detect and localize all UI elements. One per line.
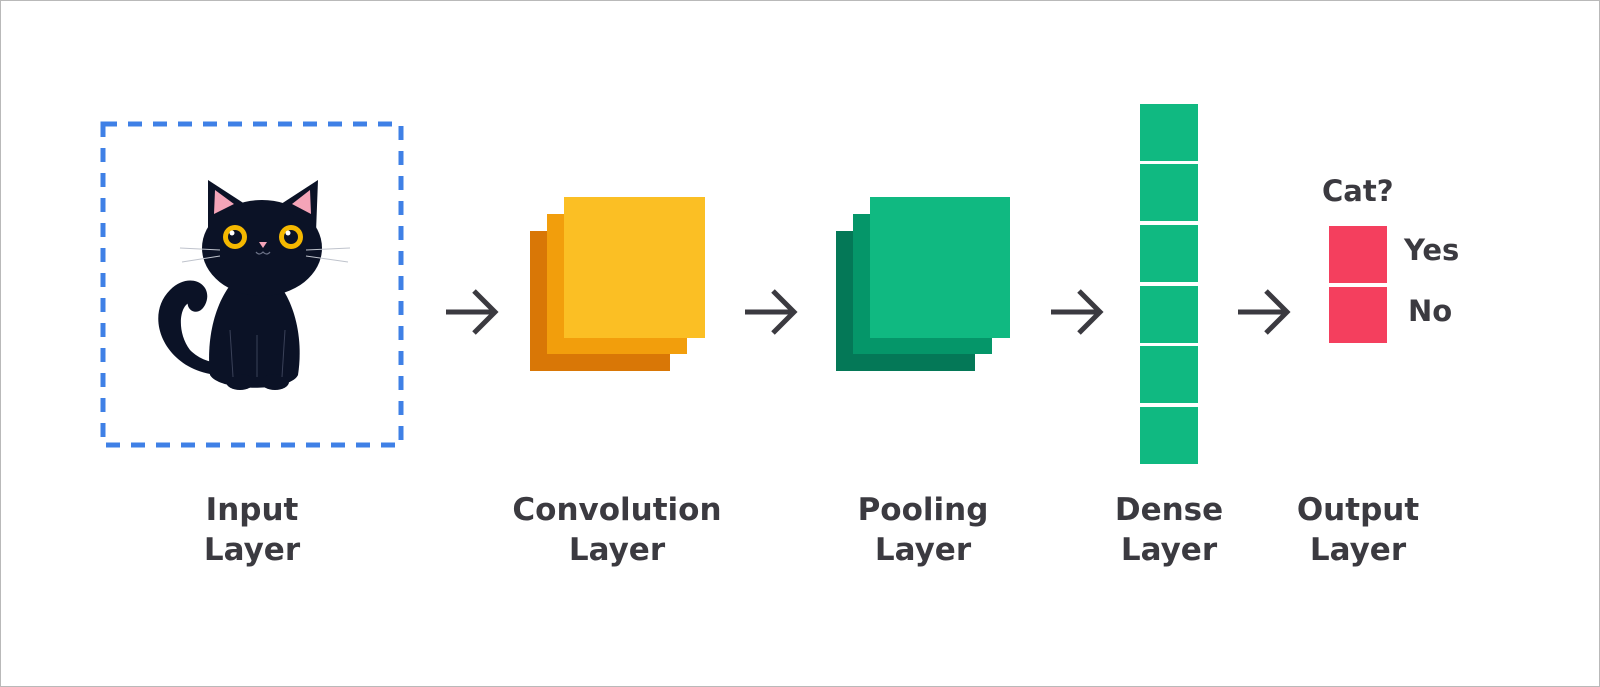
- pool-map-front: [870, 197, 1010, 338]
- layer-label-line2: Layer: [203, 532, 301, 568]
- layer-label-line2: Layer: [874, 532, 972, 568]
- layer-label-line1: Convolution: [512, 492, 722, 528]
- dense-unit: [1140, 286, 1198, 343]
- output-option-yes: Yes: [1404, 233, 1460, 267]
- layer-label-line1: Pooling: [857, 492, 989, 528]
- output-unit-yes: [1329, 226, 1387, 283]
- layer-label-convolution: Convolution Layer: [497, 490, 737, 570]
- layer-label-pooling: Pooling Layer: [823, 490, 1023, 570]
- layer-label-line2: Layer: [1120, 532, 1218, 568]
- layer-label-dense: Dense Layer: [1089, 490, 1249, 570]
- arrow-right-icon: [446, 289, 499, 335]
- layer-label-line2: Layer: [568, 532, 666, 568]
- dense-unit: [1140, 407, 1198, 464]
- layer-label-output: Output Layer: [1283, 490, 1433, 570]
- layer-label-input: Input Layer: [152, 490, 352, 570]
- dense-unit: [1140, 346, 1198, 403]
- layer-label-line1: Output: [1296, 492, 1420, 528]
- layer-label-line2: Layer: [1309, 532, 1407, 568]
- arrow-right-icon: [1238, 289, 1291, 335]
- cat-illustration: [158, 180, 351, 390]
- output-option-no: No: [1408, 294, 1453, 328]
- output-unit-no: [1329, 287, 1387, 343]
- input-dashed-box: [100, 121, 404, 448]
- layer-label-line1: Input: [205, 492, 299, 528]
- arrow-right-icon: [1051, 289, 1104, 335]
- dense-unit: [1140, 104, 1198, 161]
- arrow-right-icon: [745, 289, 798, 335]
- output-question: Cat?: [1322, 174, 1394, 208]
- conv-map-front: [564, 197, 705, 338]
- dense-unit: [1140, 164, 1198, 221]
- layer-label-line1: Dense: [1114, 492, 1224, 528]
- dense-unit: [1140, 225, 1198, 282]
